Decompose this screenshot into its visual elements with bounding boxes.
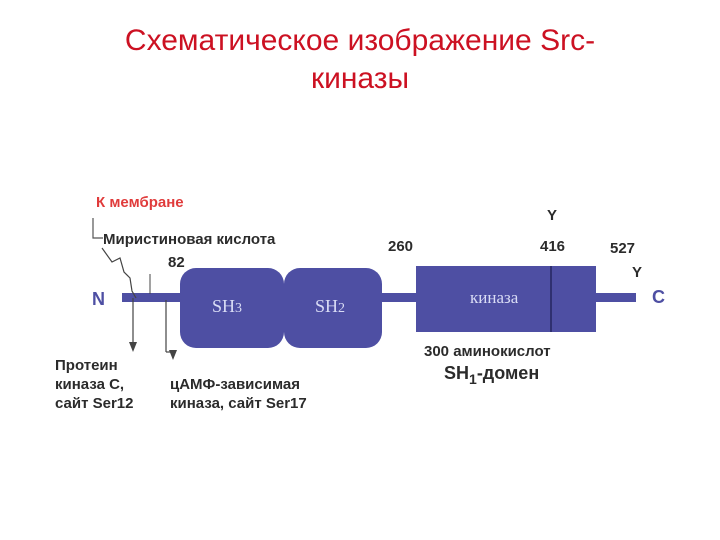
pka-site-label: цАМФ-зависимая киназа, сайт Ser17 (170, 375, 307, 413)
aa300-label: 300 аминокислот (424, 343, 551, 360)
sh3-label: SH3 (212, 296, 242, 317)
residue-260-label: 260 (388, 238, 414, 255)
sh3-label-sub: 3 (235, 301, 243, 316)
backbone-right (596, 293, 636, 302)
tyrosine-416-label: Y (547, 207, 558, 224)
sh1-suffix: -домен (476, 363, 540, 383)
sh1-sub: 1 (469, 371, 477, 387)
residue-527-label: 527 (610, 240, 636, 257)
kinase-label: киназа (470, 288, 519, 307)
n-terminus-label: N (92, 289, 105, 309)
membrane-pointer-line (92, 218, 103, 239)
ser17-arrow-head (169, 350, 177, 360)
pka-line-1: цАМФ-зависимая (170, 376, 300, 393)
membrane-label: К мембране (96, 194, 184, 211)
pka-line-2: киназа, сайт Ser17 (170, 395, 307, 412)
myristic-acid-label: Миристиновая кислота (103, 231, 276, 248)
c-terminus-label: C (652, 287, 665, 307)
sh2-label-main: SH (315, 296, 339, 316)
title-line-2: киназы (310, 62, 410, 95)
pkc-site-label: Протеин киназа С, сайт Ser12 (55, 356, 133, 413)
residue-82-label: 82 (168, 254, 185, 271)
sh3-label-main: SH (212, 296, 236, 316)
backbone-middle (380, 293, 418, 302)
sh1-domain-label: SH1-домен (444, 363, 540, 387)
residue-416-label: 416 (540, 238, 566, 255)
ser12-arrow-head (129, 342, 137, 352)
sh2-label: SH2 (315, 296, 345, 317)
myristic-acid-line (101, 247, 137, 299)
sh3-domain (180, 268, 284, 348)
pkc-line-2: киназа С, (55, 376, 125, 393)
slide-title: Схематическое изображение Src- киназы (60, 22, 660, 98)
tyrosine-527-label: Y (632, 264, 643, 281)
pkc-line-3: сайт Ser12 (55, 395, 134, 412)
backbone-left (122, 293, 182, 302)
title-line-1: Схематическое изображение Src- (124, 24, 596, 57)
sh2-domain (284, 268, 382, 348)
pkc-line-1: Протеин (55, 357, 118, 374)
sh1-prefix: SH (444, 363, 470, 383)
kinase-domain (416, 266, 596, 332)
sh2-label-sub: 2 (338, 301, 346, 316)
